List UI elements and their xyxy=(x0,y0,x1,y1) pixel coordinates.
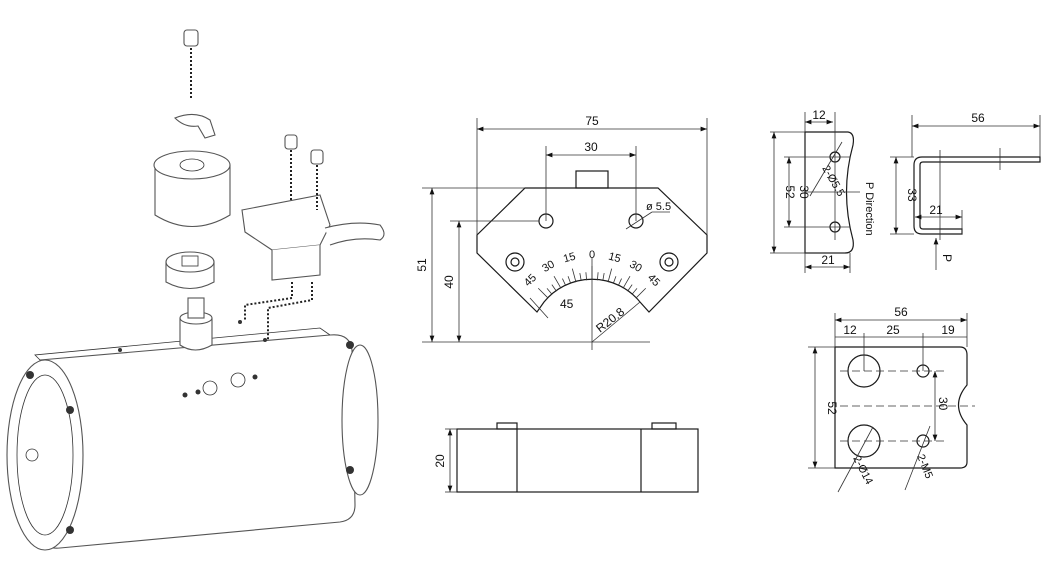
scale-tick xyxy=(631,288,638,295)
holes-callout: 2-Ø5.5 xyxy=(819,164,846,199)
dim-21: 21 xyxy=(821,253,835,267)
scale-tick xyxy=(553,275,562,289)
dim-width: 52 xyxy=(825,401,839,415)
dim-hole-spacing: 30 xyxy=(936,397,950,411)
scale-tick xyxy=(622,275,631,289)
dim-height: 33 xyxy=(905,188,919,202)
scale-tick xyxy=(617,278,622,286)
dim-radius: R20.8 xyxy=(593,304,627,335)
coupling-ring xyxy=(165,251,215,290)
dim-length: 56 xyxy=(971,111,985,125)
dim-hole-dia: ø 5.5 xyxy=(646,201,671,213)
large-holes-callout: 2-Ø14 xyxy=(850,454,875,487)
bracket-side-view: 52 30 12 21 2-Ø5.5 P Direction xyxy=(770,108,875,273)
dim-seg2: 25 xyxy=(886,323,900,337)
p-direction-label: P Direction xyxy=(863,182,875,236)
dim-foot: 21 xyxy=(929,203,943,217)
dim-length: 56 xyxy=(894,305,908,319)
scale-tick xyxy=(585,272,587,281)
scale-tick xyxy=(627,284,633,292)
scale-label: 30 xyxy=(540,258,557,275)
pointer-and-screw xyxy=(174,29,216,139)
threads-callout: 2-M5 xyxy=(914,453,935,481)
plate-outline xyxy=(476,187,708,313)
scale-tick xyxy=(546,288,553,295)
scale-tick xyxy=(635,287,647,299)
scale-tick xyxy=(571,268,577,283)
target-mark xyxy=(659,252,679,272)
scale-tick xyxy=(579,272,582,282)
scale-tick xyxy=(607,268,613,283)
force-label: P xyxy=(940,254,954,262)
scale-tick xyxy=(551,284,557,292)
bracket-profile-view: 56 33 21 P xyxy=(890,111,1041,270)
dim-angle: 45 xyxy=(560,297,574,311)
angle-indicator-assembly xyxy=(241,134,385,340)
dim-width: 75 xyxy=(585,114,599,128)
scale-label: 15 xyxy=(562,251,577,266)
scale-tick xyxy=(537,287,549,299)
scale-tick xyxy=(597,272,599,281)
target-mark xyxy=(505,252,525,272)
dim-hole-height: 40 xyxy=(442,275,456,289)
actuator-body xyxy=(6,320,379,551)
scale-label: 15 xyxy=(607,251,622,266)
scale-tick xyxy=(612,276,617,284)
scale-label: 45 xyxy=(522,272,539,289)
dim-52: 52 xyxy=(783,185,797,199)
scale-tick xyxy=(567,276,572,284)
scale-tick xyxy=(602,272,605,282)
scale-label: 45 xyxy=(645,272,662,289)
actuator-exploded-view xyxy=(6,29,385,551)
dim-seg1: 12 xyxy=(843,323,857,337)
dim-30: 30 xyxy=(797,185,811,199)
indicator-bottom-view: 20 xyxy=(433,422,699,493)
scale-label: 0 xyxy=(589,249,595,261)
shaft-adapter xyxy=(179,297,213,351)
dim-height: 51 xyxy=(415,258,429,272)
dim-hole-spacing: 30 xyxy=(584,140,598,154)
scale-tick xyxy=(562,278,567,286)
dim-thickness: 20 xyxy=(433,454,447,468)
dim-seg3: 19 xyxy=(941,323,955,337)
indicator-drum xyxy=(153,150,231,228)
dim-12: 12 xyxy=(812,108,826,122)
bracket-top-view: 56 12 25 19 52 30 2-Ø14 2-M5 xyxy=(808,305,975,493)
scale-label: 30 xyxy=(627,258,644,275)
top-tab xyxy=(575,170,609,189)
